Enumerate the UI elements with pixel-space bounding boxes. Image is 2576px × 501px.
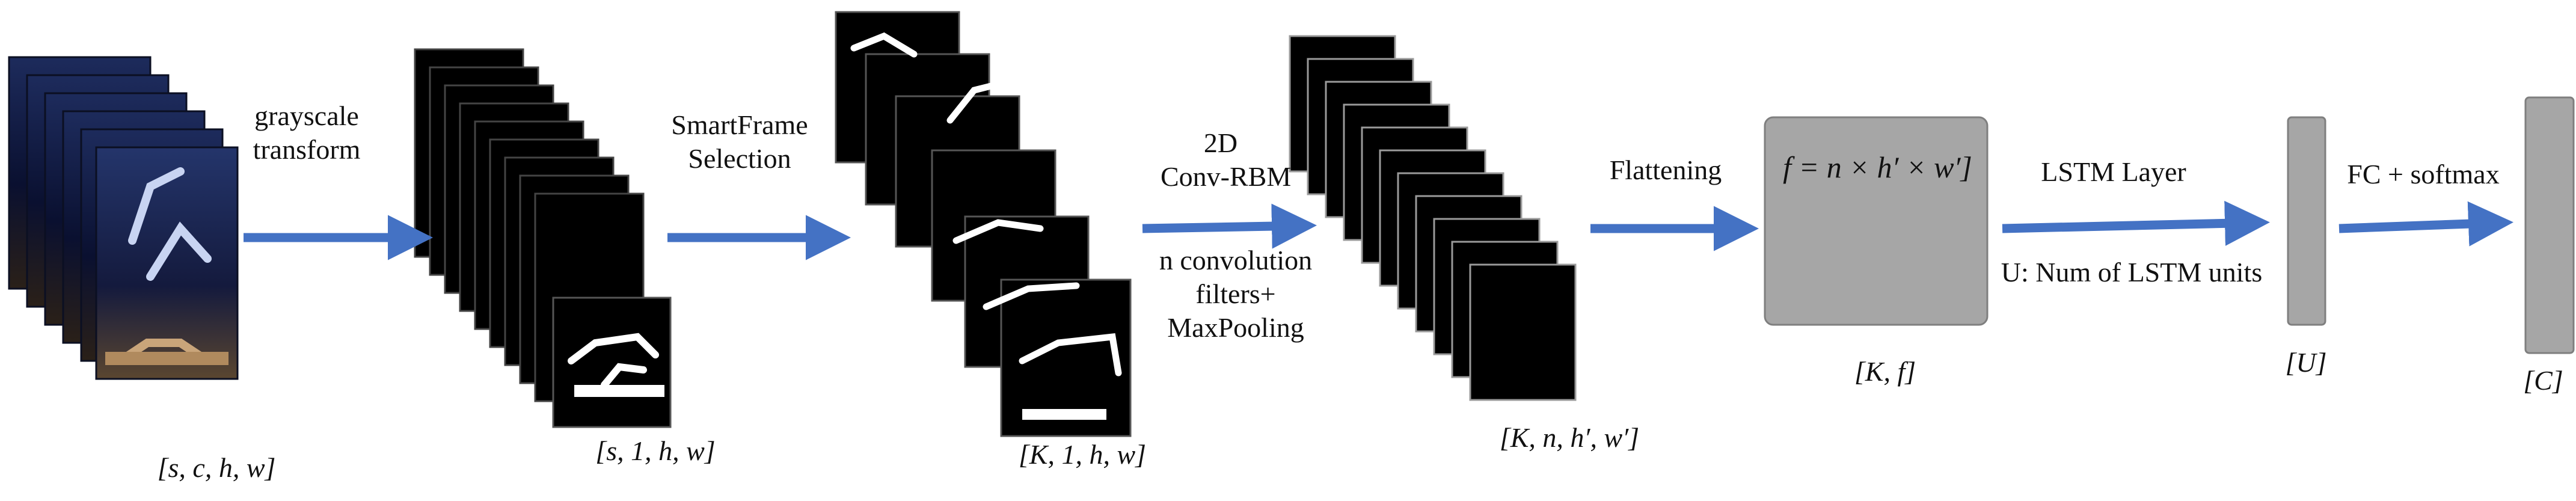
arrow-conv-rbm bbox=[1142, 203, 1317, 249]
lstm-units-label: U: Num of LSTM units bbox=[2001, 257, 2263, 287]
input-color-frames bbox=[8, 56, 239, 380]
shape-flat: [K, f] bbox=[1854, 356, 1916, 387]
conv-rbm-label-bottom: n convolution filters+ MaxPooling bbox=[1159, 245, 1313, 343]
gray-horse-base bbox=[574, 385, 664, 397]
conv-rbm-label-top: 2D Conv-RBM bbox=[1161, 128, 1292, 192]
flatten-formula: f = n × h′ × w′] bbox=[1783, 150, 1972, 184]
lstm-bar bbox=[2287, 116, 2326, 326]
selected-horse-base bbox=[1022, 409, 1106, 420]
conv-feature-maps bbox=[1289, 35, 1577, 401]
flatten-box bbox=[1764, 116, 1989, 326]
arrows bbox=[244, 200, 2513, 260]
selected-frames bbox=[835, 11, 1132, 437]
arrow-lstm bbox=[2002, 200, 2270, 246]
shape-lstm: [U] bbox=[2285, 347, 2327, 378]
selected-figures bbox=[850, 32, 1122, 377]
shape-smart: [K, 1, h, w] bbox=[1018, 439, 1147, 470]
flattening-label: Flattening bbox=[1609, 155, 1722, 185]
grayscale-label: grayscale transform bbox=[253, 100, 361, 165]
pommel-horse-base bbox=[105, 352, 228, 365]
shape-input: [s, c, h, w] bbox=[157, 452, 276, 483]
gymnast-figure bbox=[128, 167, 212, 281]
lstm-layer-label: LSTM Layer bbox=[2041, 156, 2186, 187]
fc-softmax-label: FC + softmax bbox=[2347, 159, 2500, 189]
gray-figure bbox=[568, 333, 659, 389]
smartframe-label: SmartFrame Selection bbox=[671, 109, 808, 174]
shape-gray: [s, 1, h, w] bbox=[595, 435, 716, 466]
grayscale-frames bbox=[414, 48, 672, 428]
arrow-fc bbox=[2338, 201, 2513, 247]
output-bar bbox=[2524, 96, 2575, 354]
shape-conv: [K, n, h′, w′] bbox=[1499, 422, 1640, 453]
shape-output: [C] bbox=[2523, 365, 2563, 396]
